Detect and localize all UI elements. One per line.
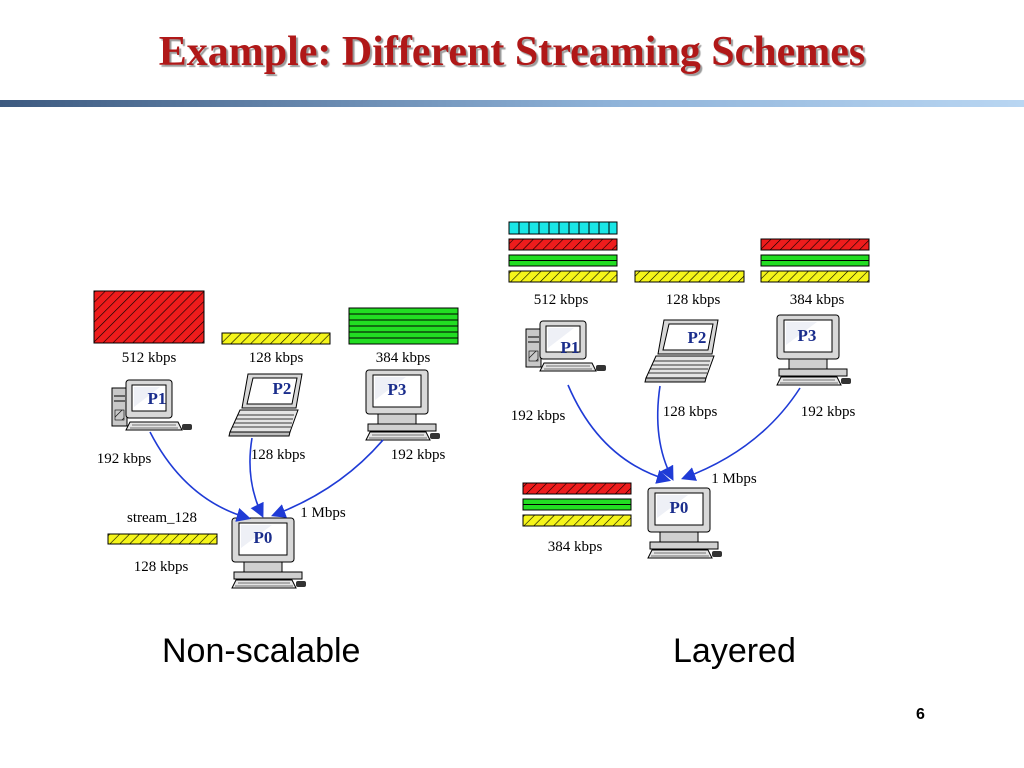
ns-arrow-p1-p0 bbox=[149, 431, 252, 522]
ns-p2-rate: 128 kbps bbox=[249, 350, 304, 366]
ly-p2-laptop-icon bbox=[644, 319, 719, 383]
ly-p1-layer-green bbox=[508, 254, 618, 267]
ly-p1-rate: 512 kbps bbox=[534, 292, 589, 308]
ly-arrow-p3-p0 bbox=[680, 387, 801, 481]
ly-p1-layer-cyan bbox=[508, 221, 618, 235]
ns-p1-rate: 512 kbps bbox=[122, 350, 177, 366]
ly-p0-label: P0 bbox=[670, 498, 689, 517]
ns-p3-link: 192 kbps bbox=[391, 447, 446, 463]
ly-p1-link: 192 kbps bbox=[511, 408, 566, 424]
ly-p2-link: 128 kbps bbox=[663, 404, 718, 420]
ly-p3-link: 192 kbps bbox=[801, 404, 856, 420]
caption-layered: Layered bbox=[673, 632, 796, 670]
layered-diagram: 512 kbps 128 kbps 384 kbps P1 P2 P3 P0 1… bbox=[508, 221, 870, 559]
ns-p2-link: 128 kbps bbox=[251, 447, 306, 463]
ns-p0-received: 128 kbps bbox=[134, 559, 189, 575]
ns-arrow-p3-p0 bbox=[271, 439, 384, 518]
page-number: 6 bbox=[916, 706, 925, 723]
title-rule bbox=[0, 100, 1024, 107]
ly-p1-label: P1 bbox=[561, 338, 580, 357]
ns-p2-label: P2 bbox=[273, 379, 292, 398]
ns-p1-link: 192 kbps bbox=[97, 451, 152, 467]
ly-p3-label: P3 bbox=[798, 326, 817, 345]
ly-p0-received: 384 kbps bbox=[548, 539, 603, 555]
ly-arrow-p2-p0 bbox=[656, 385, 674, 481]
ns-p3-rate: 384 kbps bbox=[376, 350, 431, 366]
ns-arrow-p2-p0 bbox=[249, 437, 264, 518]
slide-title: Example: Different Streaming Schemes bbox=[158, 29, 866, 75]
ns-p0-link: 1 Mbps bbox=[300, 505, 346, 521]
ns-p0-label: P0 bbox=[254, 528, 273, 547]
ns-p0-stream-name: stream_128 bbox=[127, 510, 197, 526]
ly-p3-rate: 384 kbps bbox=[790, 292, 845, 308]
ns-p1-label: P1 bbox=[148, 389, 167, 408]
ns-p3-label: P3 bbox=[388, 380, 407, 399]
ly-p0-link: 1 Mbps bbox=[711, 471, 757, 487]
nonscalable-diagram: 512 kbps 128 kbps 384 kbps P1 P2 P3 P0 1… bbox=[93, 290, 459, 589]
ly-p3-layer-green bbox=[760, 254, 870, 267]
ly-arrow-p1-p0 bbox=[567, 384, 672, 484]
ly-p2-label: P2 bbox=[688, 328, 707, 347]
ly-p0-layer-green bbox=[522, 498, 632, 511]
caption-nonscalable: Non-scalable bbox=[162, 632, 361, 670]
ly-p2-rate: 128 kbps bbox=[666, 292, 721, 308]
ns-p3-stream-green bbox=[348, 307, 459, 345]
